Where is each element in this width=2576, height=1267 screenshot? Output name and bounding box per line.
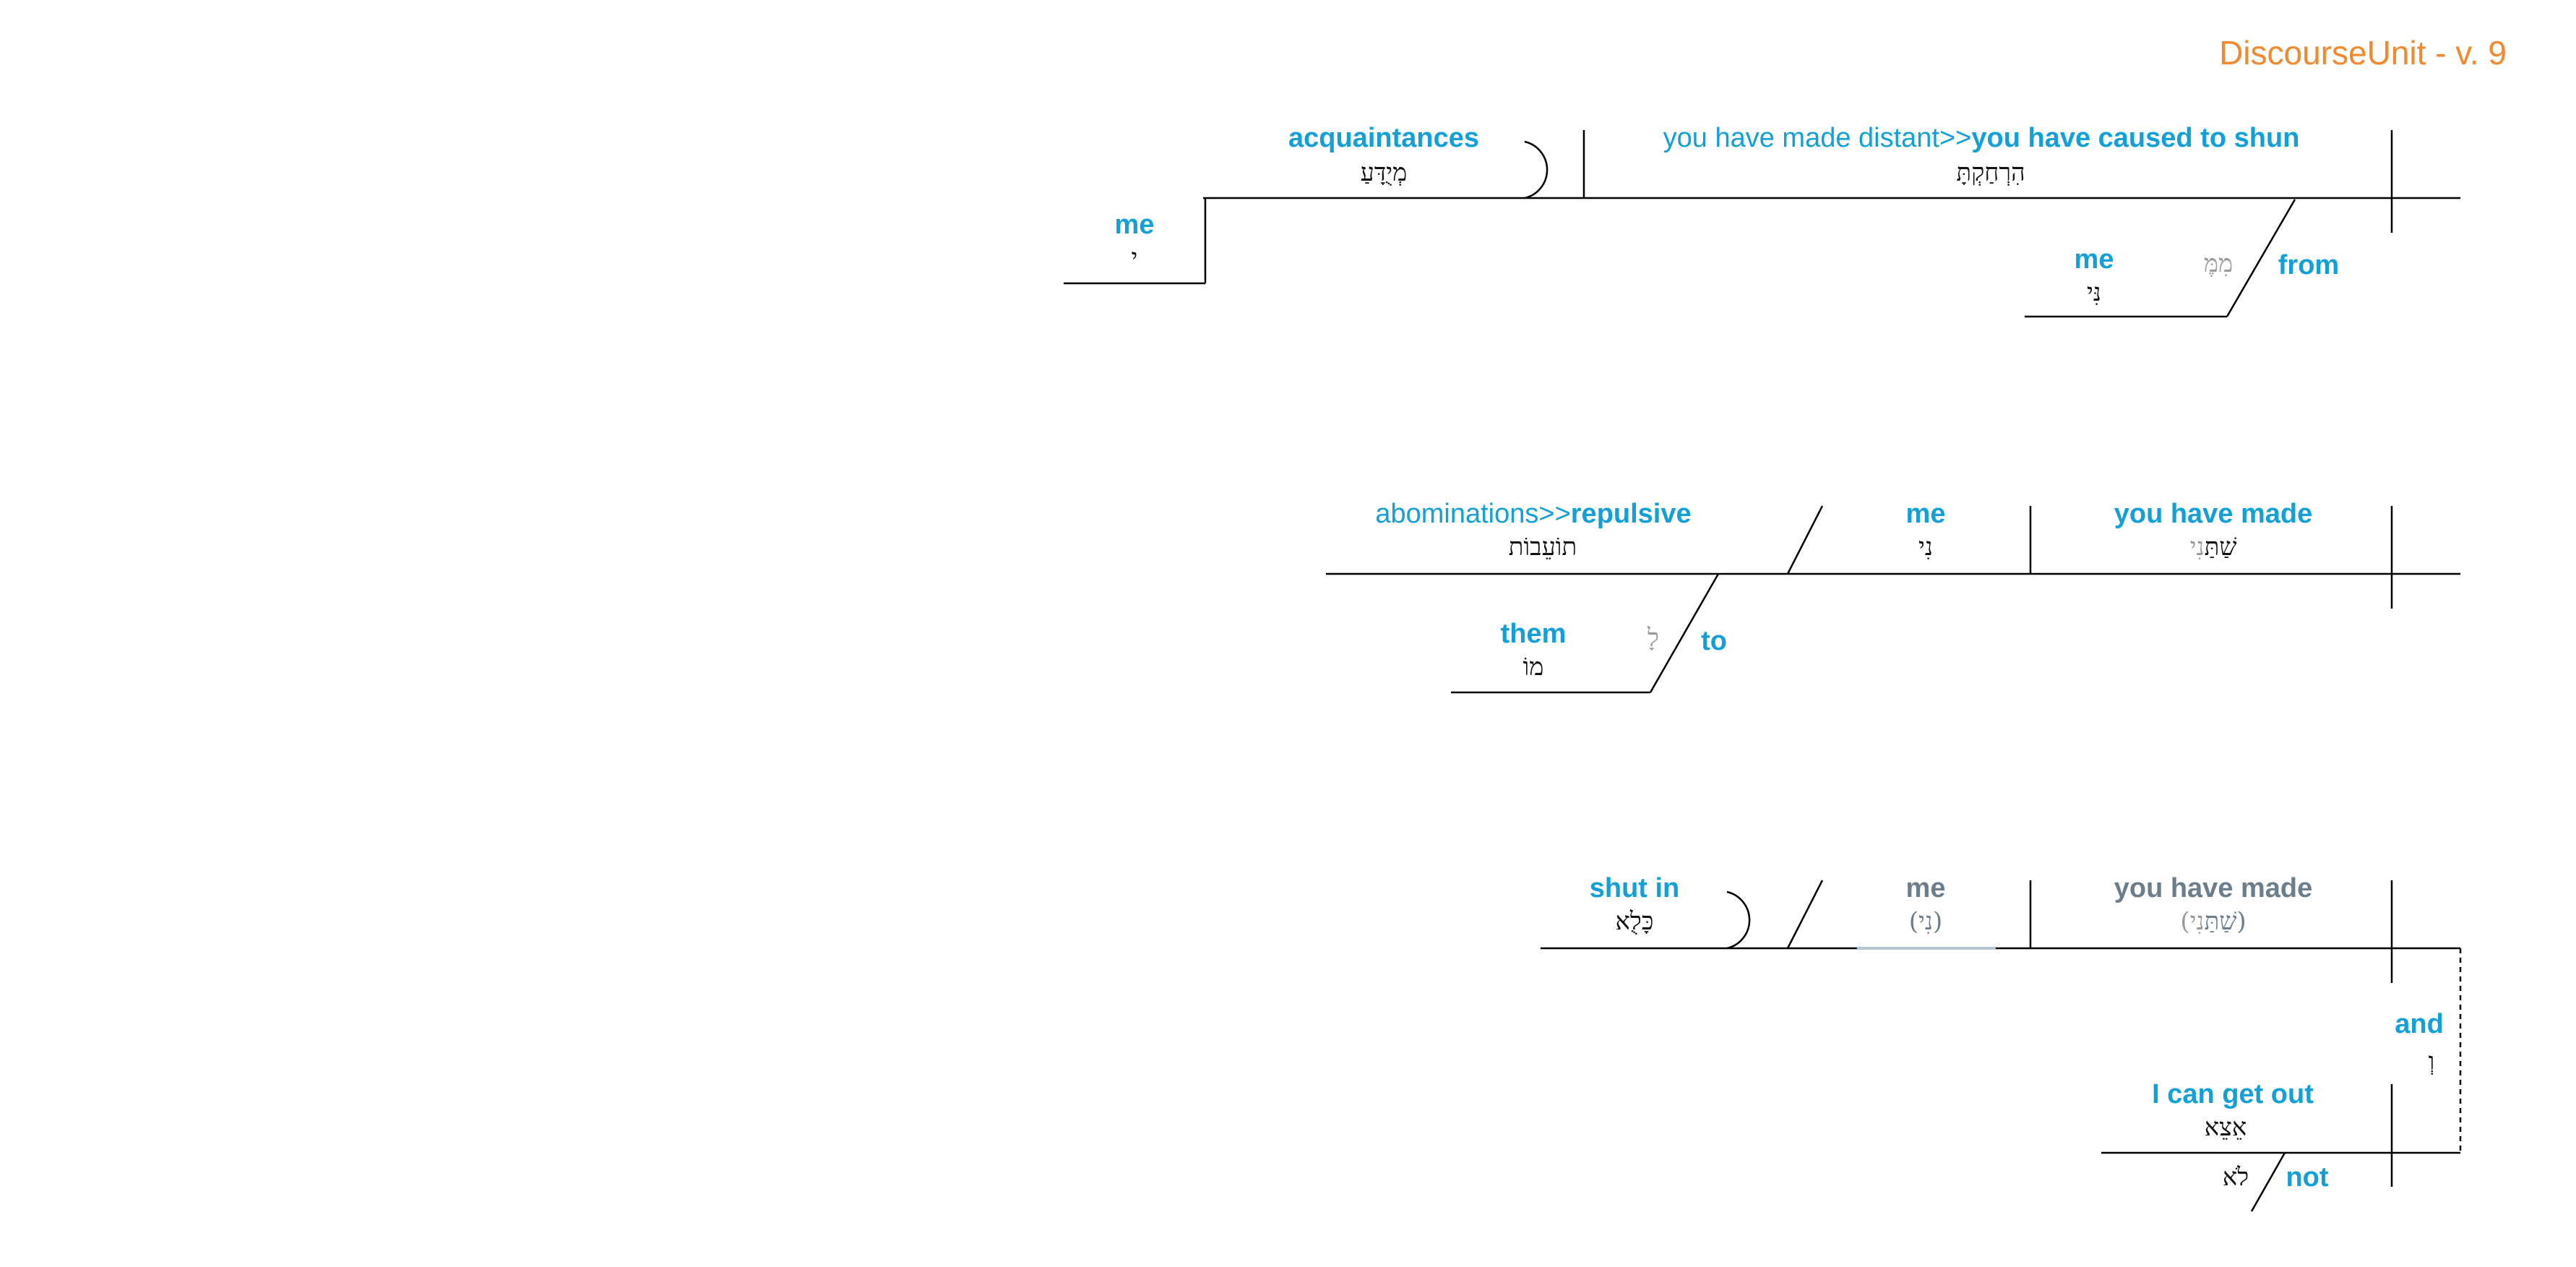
clause-1 <box>1064 130 2460 318</box>
negation-slant <box>2250 1152 2286 1212</box>
complement-gloss: shut in <box>1589 873 1680 903</box>
complement-gloss-plain: abominations>> <box>1375 499 1571 529</box>
discourse-unit-title: DiscourseUnit - v. 9 <box>2219 34 2507 72</box>
complement-hebrew: תוֹעֵבוֹת <box>1508 533 1577 562</box>
negation-hebrew: לֹא <box>2222 1163 2249 1192</box>
implied-object-hebrew: (נִי) <box>1908 907 1943 936</box>
clause-3 <box>1541 880 2462 1212</box>
prep-object-gloss: them <box>1500 619 1567 649</box>
verb-hebrew: שַׁתַּנִי <box>2189 533 2237 562</box>
preposition-gloss: to <box>1701 626 1727 656</box>
conjunction-hebrew: וְ <box>2428 1047 2435 1076</box>
modifier-hebrew: י <box>1131 244 1138 272</box>
preposition-slant <box>2226 199 2296 317</box>
verb-gloss: you have made distant>>you have caused t… <box>1663 124 2300 152</box>
implied-object-gloss: me <box>1905 873 1946 903</box>
verb-hebrew: הִרְחַקְתָּ <box>1956 158 2025 187</box>
preposition-gloss: from <box>2278 250 2340 280</box>
sub-verb-hebrew: אֵצֵא <box>2204 1113 2247 1142</box>
implied-verb-gloss: you have made <box>2114 873 2313 903</box>
preposition-hebrew: לָ <box>1647 624 1659 653</box>
complement-gloss-bold: repulsive <box>1570 499 1692 529</box>
object-gloss: me <box>1905 499 1946 529</box>
verb-gloss-bold: you have caused to shun <box>1971 123 2300 153</box>
clause-2 <box>1326 505 2460 694</box>
complement-gloss: abominations>>repulsive <box>1375 500 1691 528</box>
complement-hebrew: כָּלֻא <box>1615 907 1654 936</box>
prep-object-hebrew: מוֹ <box>1522 653 1544 682</box>
complement-slash <box>1786 505 1824 575</box>
object-hebrew: נִי <box>1918 533 1933 562</box>
conjunction-gloss: and <box>2395 1009 2444 1039</box>
complement-slash <box>1786 880 1824 949</box>
sub-verb-gloss: I can get out <box>2152 1079 2314 1109</box>
preposition-hebrew: מִמֶּ <box>2203 249 2233 278</box>
preposition-slant <box>1649 573 1720 693</box>
verb-gloss: you have made <box>2114 499 2313 529</box>
object-hebrew: מְיֻדָּעַ <box>1360 158 1408 187</box>
object-bracket <box>1524 140 1548 199</box>
modifier-gloss: me <box>1114 210 1155 240</box>
prep-object-gloss: me <box>2074 244 2114 275</box>
object-gloss: acquaintances <box>1288 123 1479 153</box>
implied-verb-hebrew: (שַׁתַּנִי) <box>2180 907 2247 936</box>
prep-object-hebrew: נִּי <box>2087 278 2101 307</box>
negation-gloss: not <box>2286 1162 2329 1193</box>
verb-gloss-plain: you have made distant>> <box>1663 123 1972 153</box>
complement-bracket <box>1726 890 1751 950</box>
